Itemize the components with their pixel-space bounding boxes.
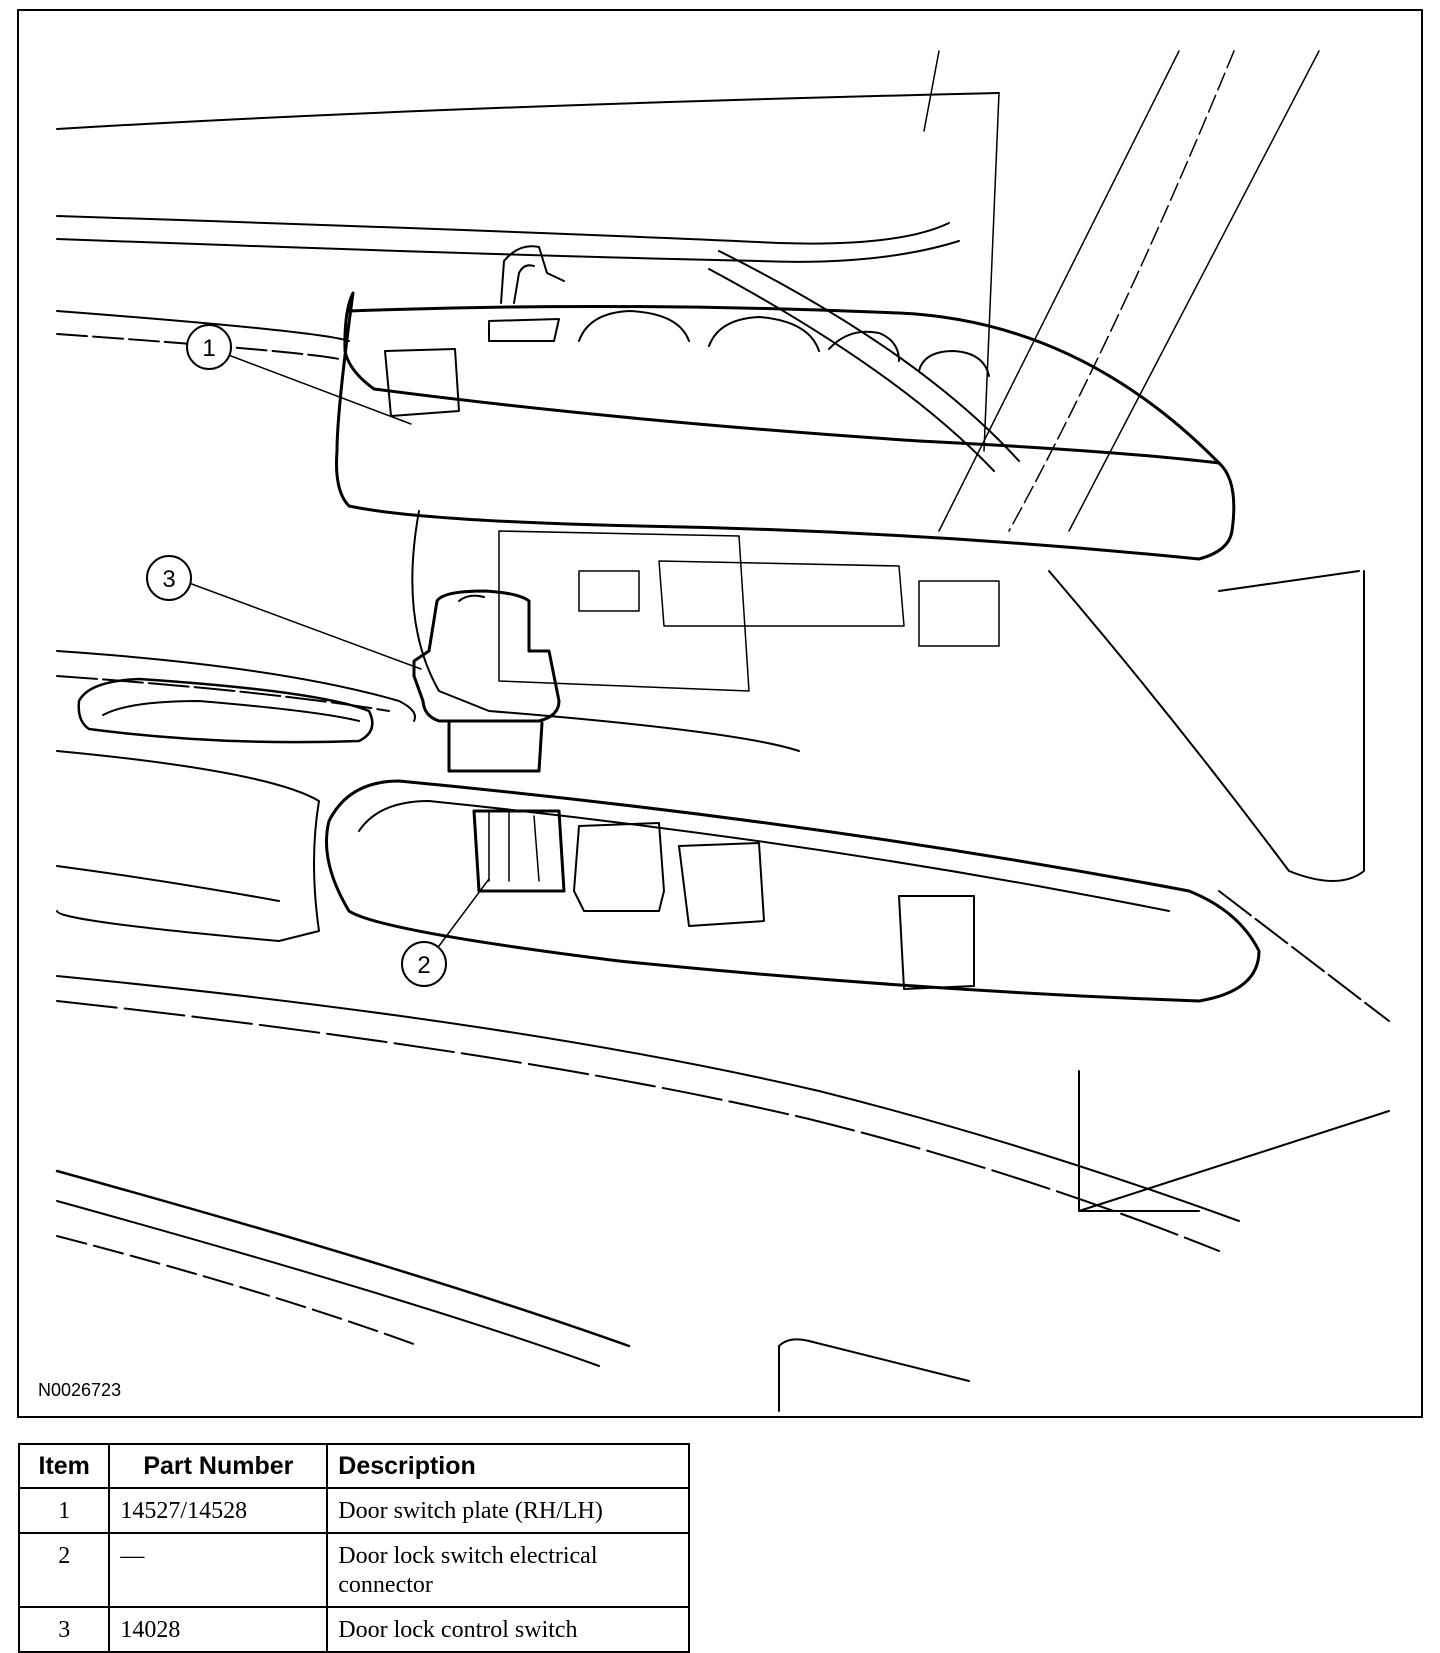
- cell-description: Door switch plate (RH/LH): [326, 1487, 690, 1534]
- cell-description: Door lock control switch: [326, 1606, 690, 1653]
- upper-trim-line: [56, 215, 950, 245]
- table-row: 2 — Door lock switch electrical connecto…: [17, 1532, 690, 1608]
- cell-item: 3: [17, 1606, 111, 1653]
- table-header-row: Item Part Number Description: [17, 1443, 690, 1489]
- window-line: [56, 92, 1000, 130]
- cell-part-number: —: [108, 1532, 329, 1608]
- callout-1-label: 1: [202, 335, 215, 362]
- door-trim-illustration: 1 3 2: [55, 50, 1390, 1412]
- cell-part-number: 14527/14528: [108, 1487, 329, 1534]
- door-pull-cup: [77, 677, 374, 744]
- callout-3-circle: [146, 555, 192, 601]
- cell-part-number: 14028: [108, 1606, 329, 1653]
- door-lock-switch: [412, 589, 561, 723]
- cell-item: 1: [17, 1487, 111, 1534]
- callout-1-circle: [186, 324, 232, 370]
- header-description: Description: [326, 1443, 690, 1489]
- callout-2-label: 2: [417, 952, 430, 979]
- callout-2-circle: [401, 941, 447, 987]
- door-switch-plate: [335, 291, 1236, 561]
- cell-item: 2: [17, 1532, 111, 1608]
- callout-3-leader: [188, 582, 422, 670]
- table-row: 1 14527/14528 Door switch plate (RH/LH): [17, 1487, 690, 1534]
- storage-pocket: [325, 779, 1261, 1003]
- parts-table: Item Part Number Description 1 14527/145…: [17, 1443, 690, 1653]
- table-row: 3 14028 Door lock control switch: [17, 1606, 690, 1653]
- diagram-figure: 1 3 2 N0026723: [17, 9, 1423, 1418]
- callout-3-label: 3: [162, 566, 175, 593]
- header-part-number: Part Number: [108, 1443, 329, 1489]
- figure-id: N0026723: [38, 1380, 122, 1400]
- callout-2-leader: [438, 878, 490, 947]
- door-lock-connector: [472, 809, 566, 893]
- callout-1-leader: [230, 355, 412, 425]
- cell-description: Door lock switch electrical connector: [326, 1532, 690, 1608]
- header-item: Item: [17, 1443, 111, 1489]
- recess-shape: [384, 348, 460, 417]
